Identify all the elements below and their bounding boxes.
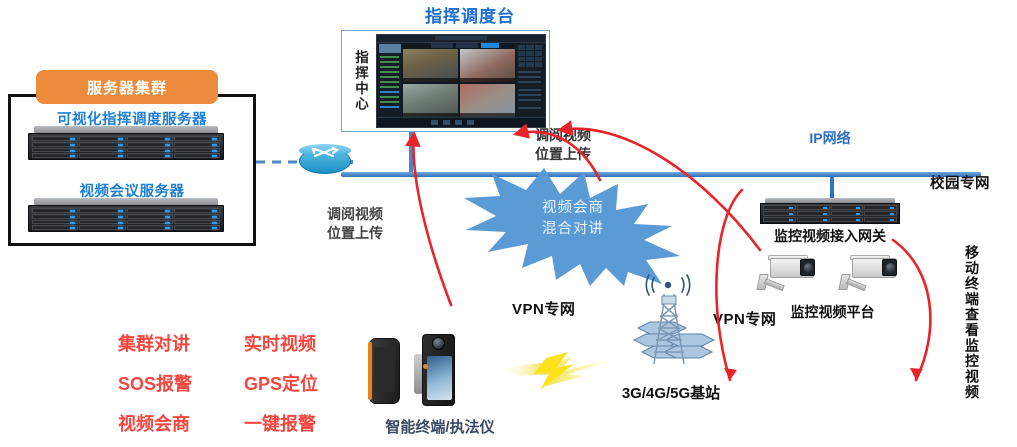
vpn-label-left: VPN专网 — [512, 301, 576, 318]
page-title: 指挥调度台 — [425, 7, 515, 26]
ip-network-label: IP网络 — [809, 130, 851, 146]
router-label-line2: 位置上传 — [327, 225, 383, 241]
console-bus-stub — [409, 132, 413, 174]
starburst-line2: 混合对讲 — [542, 221, 604, 237]
server-cluster-badge: 服务器集群 — [36, 70, 218, 104]
campus-network-label: 校园专网 — [930, 176, 990, 192]
security-camera-icon — [838, 252, 904, 298]
feature-item: SOS报警 — [118, 374, 193, 394]
vpn-label-right: VPN专网 — [713, 311, 777, 328]
starburst-line1: 视频会商 — [542, 200, 604, 216]
wireless-lightning-icon — [498, 352, 616, 390]
rugged-phone-icon — [368, 338, 400, 404]
base-station-icon — [632, 274, 716, 365]
video-access-gateway-label: 监控视频接入网关 — [774, 228, 886, 244]
feature-list: 集群对讲 实时视频 SOS报警 GPS定位 视频会商 一键报警 — [118, 330, 348, 436]
starburst-label: 视频会商 混合对讲 — [448, 198, 698, 240]
feature-item: 视频会商 — [118, 414, 190, 434]
feature-item: GPS定位 — [244, 374, 319, 394]
feature-item: 集群对讲 — [118, 334, 190, 354]
video-access-gateway-icon — [760, 198, 900, 224]
security-camera-icon — [756, 252, 822, 298]
feature-item: 一键报警 — [244, 414, 316, 434]
feature-item: 实时视频 — [244, 334, 316, 354]
gateway-bus-stub — [830, 176, 834, 206]
smart-terminal-label: 智能终端/执法仪 — [385, 419, 495, 436]
upload-label-line2: 位置上传 — [535, 146, 591, 162]
upload-label: 调阅视频 位置上传 — [508, 126, 618, 164]
video-platform-label: 监控视频平台 — [790, 304, 875, 320]
upload-label-line1: 调阅视频 — [535, 127, 591, 143]
body-worn-camera-icon — [414, 334, 455, 406]
server-label-conference: 视频会议服务器 — [79, 184, 185, 200]
router-label: 调阅视频 位置上传 — [300, 205, 410, 243]
router-label-line1: 调阅视频 — [327, 206, 383, 222]
mobile-terminal-vertical-label: 移动终端查看监控视频 — [964, 244, 980, 400]
server-label-dispatch: 可视化指挥调度服务器 — [57, 112, 207, 128]
command-center-vertical-label: 指挥中心 — [353, 50, 368, 112]
rack-server-conference — [28, 198, 224, 232]
router-icon — [299, 144, 351, 178]
surveillance-screen — [376, 34, 546, 128]
rack-server-dispatch — [28, 126, 224, 160]
base-station-label: 3G/4G/5G基站 — [621, 385, 721, 402]
